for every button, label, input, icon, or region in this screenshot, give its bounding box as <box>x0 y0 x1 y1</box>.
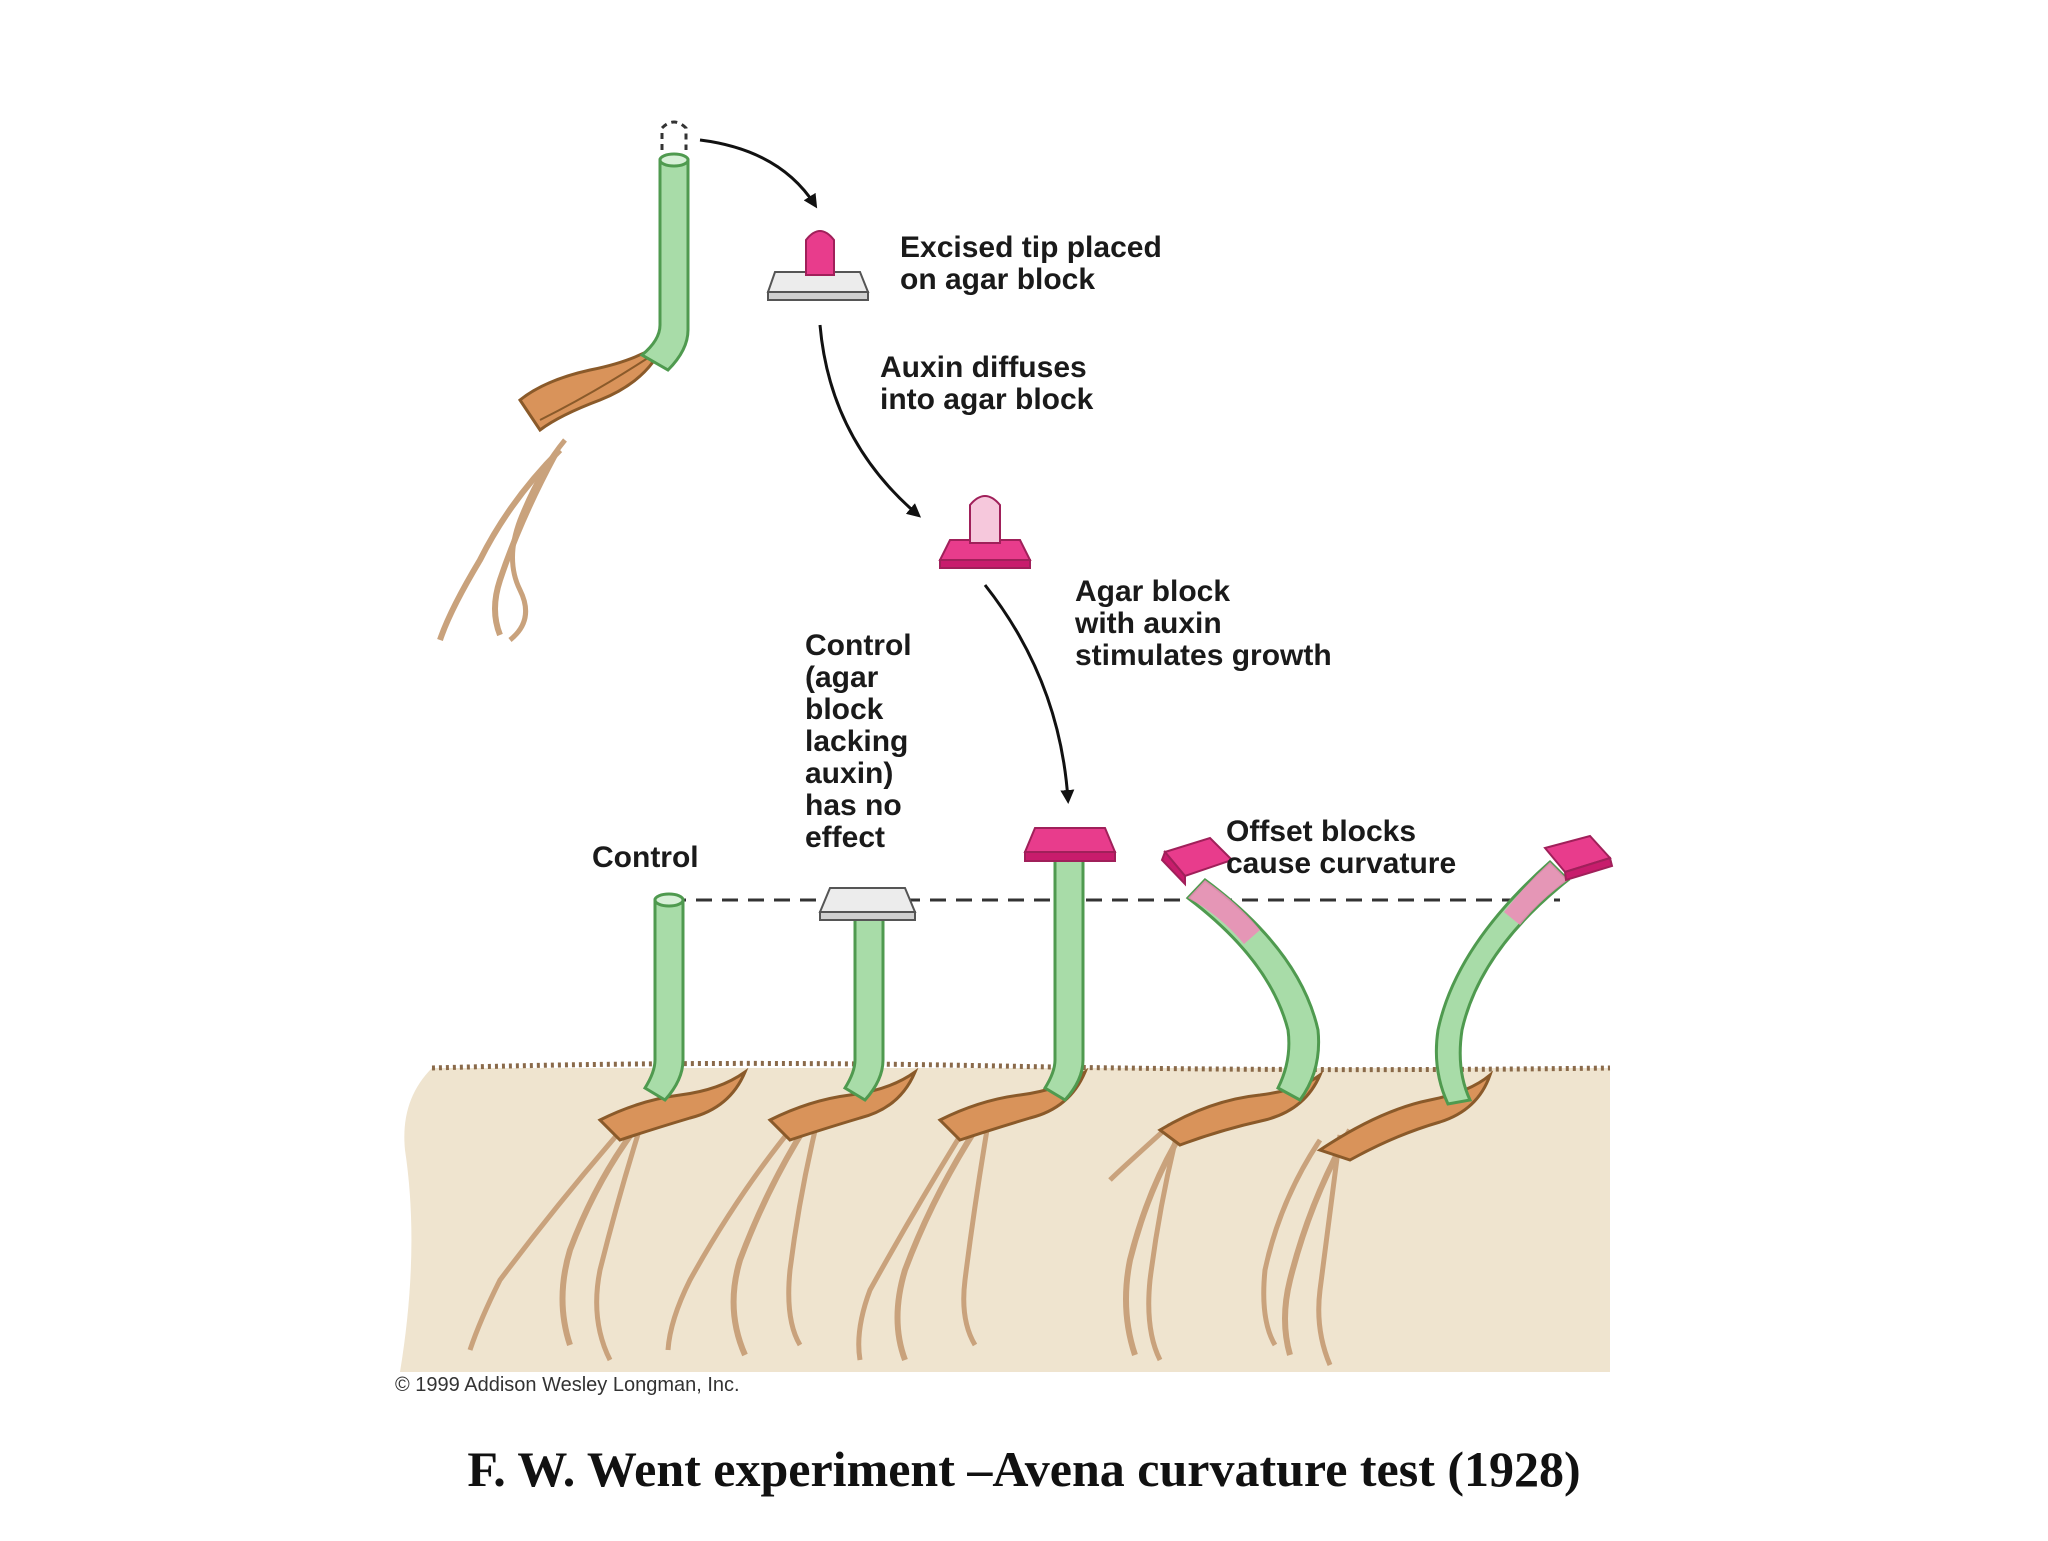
seedling-plain-block <box>665 887 919 1357</box>
label-control-block: Control (agar block lacking auxin) has n… <box>805 629 912 854</box>
arrow-tip-to-block <box>699 138 818 209</box>
copyright-notice: © 1999 Addison Wesley Longman, Inc. <box>395 1374 740 1396</box>
label-excised-tip: Excised tip placed on agar block <box>900 231 1162 296</box>
seedling-control <box>467 892 749 1362</box>
seedling-offset-block-left <box>1108 836 1324 1362</box>
soil-bed <box>400 1068 1610 1372</box>
seedling-auxin-block <box>856 827 1117 1362</box>
excised-tip-on-agar-block <box>766 230 870 301</box>
label-agar-with-auxin: Agar block with auxin stimulates growth <box>1075 575 1332 672</box>
label-control: Control <box>592 841 699 874</box>
arrow-block-to-auxin-block <box>818 324 922 518</box>
arrow-auxin-block-to-seedling <box>983 584 1075 804</box>
original-seedling <box>437 120 690 642</box>
figure-caption: F. W. Went experiment –Avena curvature t… <box>467 1441 1581 1497</box>
seedling-offset-block-right <box>1261 834 1614 1366</box>
label-offset-blocks: Offset blocks cause curvature <box>1226 815 1457 880</box>
soil-surface <box>431 1060 1611 1073</box>
auxin-agar-block <box>938 495 1032 569</box>
label-auxin-diffuses: Auxin diffuses into agar block <box>880 351 1094 416</box>
